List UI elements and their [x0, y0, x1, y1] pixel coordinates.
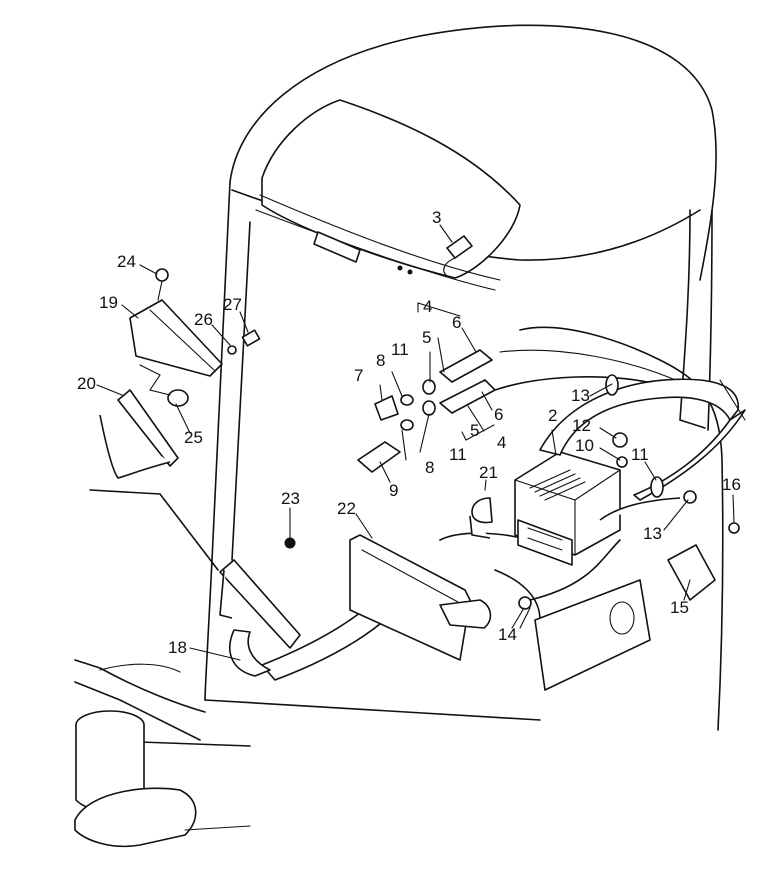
heater-lower [517, 519, 573, 566]
callout-6b: 6 [494, 405, 503, 424]
callout-15: 15 [670, 598, 689, 617]
leader-lines [96, 224, 735, 661]
duct-22 [349, 534, 471, 661]
callout-27: 27 [223, 295, 242, 314]
windshield [261, 99, 521, 279]
tube-6b [439, 379, 496, 414]
heater-plate [534, 579, 651, 691]
fan-21 [471, 497, 493, 524]
callout-8b: 8 [425, 458, 434, 477]
dome-light [313, 231, 361, 263]
callout-6a: 6 [452, 313, 461, 332]
tube-6a [439, 349, 493, 383]
callout-19: 19 [99, 293, 118, 312]
callout-11b: 11 [449, 445, 467, 464]
callout-22: 22 [337, 499, 356, 518]
callout-3: 3 [432, 208, 441, 227]
callout-16: 16 [722, 475, 741, 494]
center-fittings [313, 231, 496, 473]
bracket-15 [667, 544, 716, 601]
duct-bracket [219, 559, 301, 649]
duct-assembly [219, 532, 541, 681]
block-9 [357, 441, 401, 473]
callout-13b: 13 [643, 524, 662, 543]
callout-11a: 11 [391, 340, 409, 359]
callout-5a: 5 [422, 328, 431, 347]
flex-hose-18 [229, 629, 271, 677]
callout-21: 21 [479, 463, 498, 482]
callout-20: 20 [77, 374, 96, 393]
callout-9: 9 [389, 481, 398, 500]
lower-bracket [117, 389, 179, 467]
callout-4a: 4 [423, 297, 432, 316]
fitting-7 [374, 395, 399, 421]
callout-12: 12 [572, 416, 591, 435]
callout-5b: 5 [470, 421, 479, 440]
callout-14: 14 [498, 625, 517, 644]
callout-7: 7 [354, 366, 363, 385]
callout-18: 18 [168, 638, 187, 657]
callout-10: 10 [575, 436, 594, 455]
callout-4b: 4 [497, 433, 506, 452]
mirror-bracket-assembly [89, 268, 261, 571]
callout-11c: 11 [631, 445, 649, 464]
screw-24 [155, 268, 169, 282]
callout-8a: 8 [376, 351, 385, 370]
pedal-base [74, 787, 197, 848]
callout-25: 25 [184, 428, 203, 447]
upper-bracket [129, 299, 223, 377]
cab-body [74, 24, 724, 848]
callout-24: 24 [117, 252, 136, 271]
plug-12 [612, 432, 628, 448]
knob [167, 389, 189, 407]
callout-23: 23 [281, 489, 300, 508]
callout-2: 2 [548, 406, 557, 425]
heater-unit [469, 374, 746, 691]
callout-13a: 13 [571, 386, 590, 405]
callout-labels: 2 3 4 4 5 5 6 6 7 8 8 9 10 11 11 11 12 1… [77, 208, 741, 657]
switch-3 [446, 235, 473, 259]
callout-26: 26 [194, 310, 213, 329]
